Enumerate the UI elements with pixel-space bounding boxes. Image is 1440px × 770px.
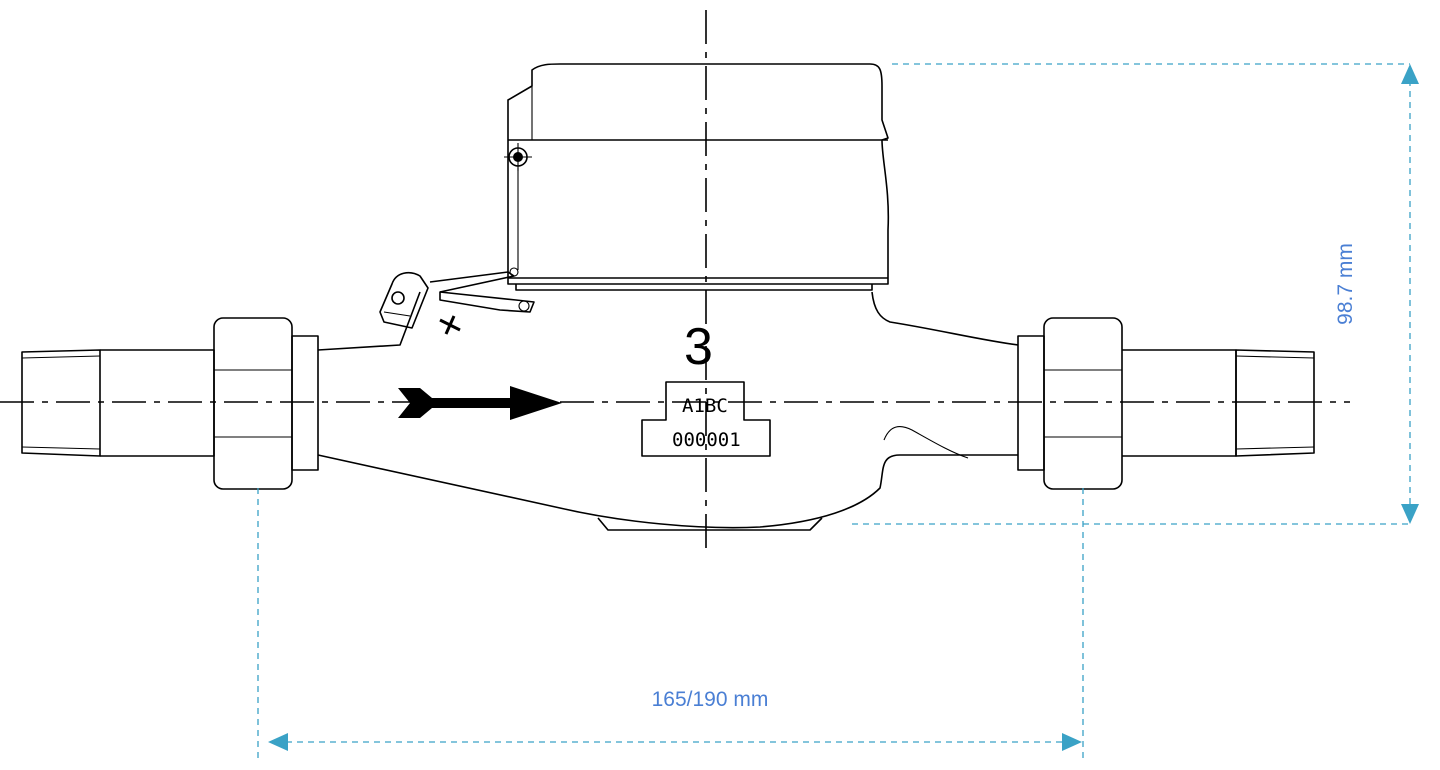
length-arrow-right	[1062, 733, 1082, 751]
right-union-nut	[1017, 317, 1123, 490]
meter-body	[317, 291, 1019, 531]
height-dimension: 98.7 mm	[852, 63, 1419, 525]
height-dimension-label: 98.7 mm	[1334, 243, 1357, 325]
seal-assembly	[379, 267, 535, 335]
plate-model-code: A1BC	[682, 395, 728, 417]
height-arrow-top	[1401, 64, 1419, 84]
length-dimension-label: 165/190 mm	[652, 688, 769, 711]
right-tailpiece	[1122, 349, 1315, 457]
left-tailpiece	[21, 349, 215, 457]
plate-serial-number: 000001	[672, 429, 741, 451]
length-dimension: 165/190 mm	[257, 488, 1084, 760]
length-arrow-left	[268, 733, 288, 751]
flow-direction-arrow	[398, 386, 562, 420]
height-arrow-bottom	[1401, 504, 1419, 524]
register-head	[504, 63, 890, 291]
name-plate: A1BC 000001	[641, 381, 771, 457]
left-union-nut	[213, 317, 319, 490]
meter-class-number: 3	[684, 318, 713, 376]
